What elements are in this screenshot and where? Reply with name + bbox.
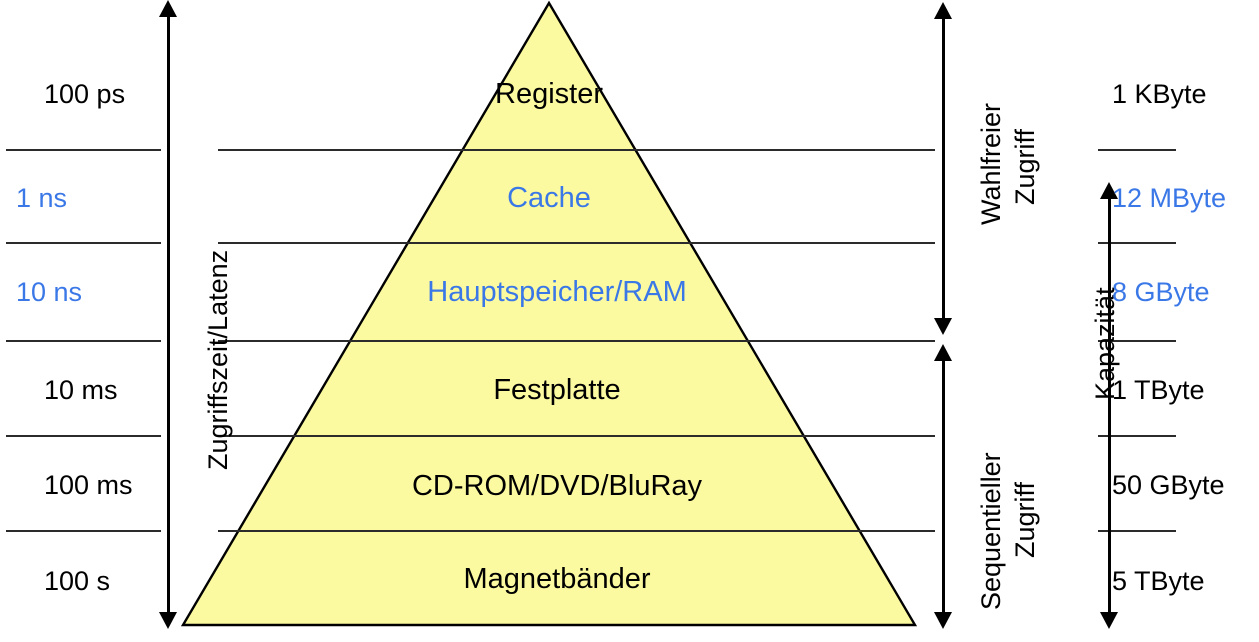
capacity-value-hdd: 1 TByte <box>1112 375 1205 405</box>
tier-rule-1-right <box>1098 149 1176 151</box>
latency-value-cache: 1 ns <box>16 183 68 213</box>
tier-name-tape: Magnetbänder <box>463 563 651 595</box>
latency-value-optical: 100 ms <box>44 470 133 500</box>
tier-rule-1-mid <box>218 149 935 151</box>
tier-name-ram: Hauptspeicher/RAM <box>427 276 687 308</box>
tier-name-cache: Cache <box>507 182 591 214</box>
sequential-access-label-line2: Zugriff <box>1010 481 1040 558</box>
tier-rule-3-mid <box>218 340 935 342</box>
random-access-label-line2: Zugriff <box>1010 128 1040 205</box>
tier-name-hdd: Festplatte <box>493 374 621 406</box>
random-access-arrow-up <box>934 2 952 19</box>
sequential-access-arrow-down <box>934 612 952 629</box>
tier-rule-4-right <box>1098 435 1176 437</box>
capacity-value-optical: 50 GByte <box>1112 470 1225 500</box>
capacity-value-cache: 12 MByte <box>1112 183 1227 213</box>
tier-rule-4-mid <box>218 435 935 437</box>
latency-value-tape: 100 s <box>44 566 111 596</box>
tier-rule-5-left <box>6 530 161 532</box>
latency-axis-arrow-down <box>159 612 177 629</box>
latency-value-ram: 10 ns <box>16 277 83 307</box>
capacity-value-tape: 5 TByte <box>1112 566 1205 596</box>
tier-rule-1-left <box>6 149 161 151</box>
random-access-arrow-down <box>934 318 952 335</box>
capacity-value-register: 1 KByte <box>1112 79 1207 109</box>
tier-rule-3-right <box>1098 340 1176 342</box>
tier-name-optical: CD-ROM/DVD/BluRay <box>411 470 703 502</box>
latency-axis-arrow-up <box>159 0 177 17</box>
tier-rule-2-mid <box>218 242 935 244</box>
tier-rule-5-mid <box>218 530 935 532</box>
latency-axis-line <box>167 14 170 616</box>
tier-rule-4-left <box>6 435 161 437</box>
latency-value-register: 100 ps <box>44 79 126 109</box>
sequential-access-arrow-up <box>934 344 952 361</box>
capacity-value-ram: 8 GByte <box>1112 277 1210 307</box>
capacity-axis-arrow-down <box>1100 612 1118 629</box>
capacity-axis-arrow-up <box>1100 182 1118 199</box>
random-access-label-line1: Wahlfreier <box>976 102 1006 225</box>
capacity-axis-line <box>1108 196 1111 616</box>
pyramid-body <box>180 0 918 627</box>
tier-rule-5-right <box>1098 530 1176 532</box>
tier-rule-3-left <box>6 340 161 342</box>
sequential-access-label-line1: Sequentieller <box>976 452 1006 610</box>
tier-rule-2-right <box>1098 242 1176 244</box>
tier-rule-2-left <box>6 242 161 244</box>
random-access-axis-line <box>942 16 945 322</box>
sequential-access-axis-line <box>942 358 945 616</box>
latency-axis-label: Zugriffszeit/Latenz <box>203 249 233 470</box>
latency-value-hdd: 10 ms <box>44 375 118 405</box>
tier-name-register: Register <box>495 78 603 110</box>
